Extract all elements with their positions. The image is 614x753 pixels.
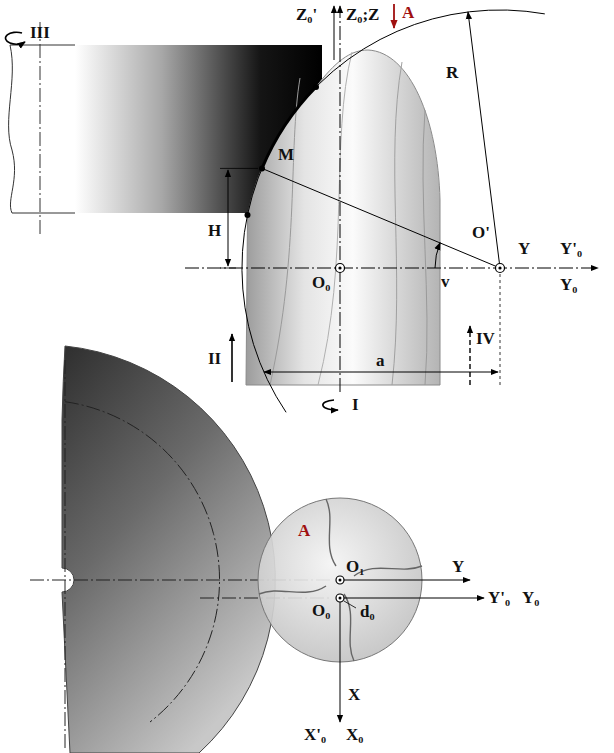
axis-label: II [208,350,221,367]
axis-label: v [441,273,450,290]
feed-arrow [231,334,233,382]
rotation-symbol [323,400,338,410]
y0-axis [340,598,484,599]
axis-label: Y [452,558,464,575]
wheel-axis [40,22,41,236]
y-axis [185,268,598,269]
axis-label: a [376,352,385,369]
axis-label: Y₀ [560,276,577,293]
center-dot [338,266,341,269]
wheel-broken-edge [9,45,75,213]
center-o0 [336,594,344,602]
flute-edge [259,586,326,594]
axis-label: Y₀ [522,589,539,606]
axis-label: Y'₀ [488,589,510,606]
axis-label: III [30,24,50,41]
rotation-symbol [5,32,25,44]
view-arrow [393,4,395,28]
axis-label: O₀ [312,602,330,619]
center-dot [498,266,501,269]
y-axis [340,580,470,581]
axis-label: d₀ [360,603,375,620]
center-dot [339,579,342,582]
feed-arrow [469,326,470,385]
z-axis [340,6,341,392]
axis-label: Z₀;Z [346,6,379,23]
flute-line [318,52,352,385]
profile-point [245,212,251,218]
axis-label: A [298,522,310,539]
extension-line [220,168,258,169]
axis-label: Y'₀ [560,240,582,257]
z0-prime-axis [334,6,335,60]
center-dot [339,597,342,600]
axis-label: X [348,686,360,703]
axis-label: X₀ [346,726,363,743]
extension-line [220,268,236,269]
leader-line [344,601,356,608]
flute-edge [326,499,336,566]
axis-label: Z₀' [296,6,317,23]
center-o-prime [496,264,505,273]
wheel-axis [65,360,66,750]
ball-end-mill [246,50,440,385]
flute-line [423,110,427,385]
contact-profile [262,87,316,168]
dimension-h [228,170,229,266]
profile-point [313,84,319,90]
wheel-pitch-circle [65,402,220,722]
axis-label: O₀ [312,274,330,291]
axis-label: O₁ [346,558,364,575]
grinding-wheel [62,346,275,753]
axis-label: IV [476,330,495,347]
m-radius-line [262,168,500,268]
center-o1 [336,576,344,584]
axis-label: O' [472,224,490,241]
center-o0 [336,264,345,273]
wheel-profile-arc [242,10,545,412]
x-axis [340,598,341,722]
axis-label: X'₀ [304,726,326,743]
radius-line [468,12,500,268]
axis-label: R [446,64,458,81]
axis-label: A [402,4,414,21]
angle-arc [435,243,440,268]
dimension-a [264,372,498,373]
axis-label: M [278,146,294,163]
axis-label: Y [518,240,530,257]
extension-line [500,274,501,386]
axis-label: H [208,222,221,239]
axis-label: I [352,396,359,413]
